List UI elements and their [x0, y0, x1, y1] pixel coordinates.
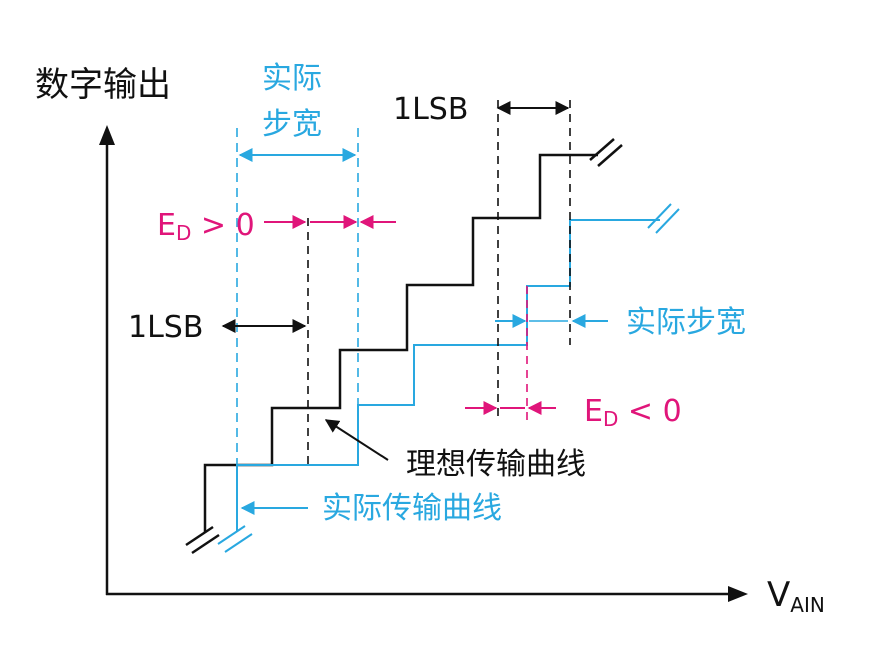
actual-transfer-curve	[236, 219, 660, 532]
ed-pos-label: ED > 0	[157, 208, 255, 245]
actual-curve-break-mark-2	[224, 533, 253, 553]
ed-neg-label-main: E	[584, 394, 603, 429]
actual-curve-end-mark-2	[655, 208, 680, 234]
actual-step-top-label-2: 步宽	[262, 107, 322, 142]
x-axis-label: VAIN	[767, 575, 825, 617]
ed-pos-label-main: E	[157, 208, 176, 243]
ed-pos-label-rel: > 0	[191, 208, 254, 243]
ed-neg-label-sub: D	[603, 407, 618, 431]
actual-step-top-label-1: 实际	[262, 61, 322, 96]
actual-curve-label: 实际传输曲线	[322, 491, 502, 526]
actual-curve-end-mark-1	[647, 203, 672, 229]
ideal-curve-end-mark-1	[589, 138, 615, 161]
ideal-curve-end-mark-2	[597, 144, 623, 167]
ideal-curve-break-mark-1	[185, 525, 214, 547]
x-axis-arrowhead	[728, 586, 748, 602]
ideal-callout-line	[324, 419, 389, 461]
ideal-curve-label: 理想传输曲线	[406, 447, 586, 482]
y-axis-arrowhead	[99, 125, 115, 145]
ed-neg-label: ED < 0	[584, 394, 682, 431]
lsb-left-label: 1LSB	[128, 310, 203, 345]
actual-step-right-label: 实际步宽	[626, 305, 746, 340]
ideal-curve-break-mark-2	[191, 533, 220, 555]
lsb-top-label: 1LSB	[393, 92, 468, 127]
x-axis-label-sub: AIN	[790, 593, 825, 617]
actual-curve-break-mark-1	[217, 525, 246, 545]
ed-pos-label-sub: D	[176, 221, 191, 245]
y-axis-label: 数字输出	[35, 65, 171, 105]
ed-neg-label-rel: < 0	[618, 394, 681, 429]
x-axis-label-main: V	[767, 575, 790, 615]
